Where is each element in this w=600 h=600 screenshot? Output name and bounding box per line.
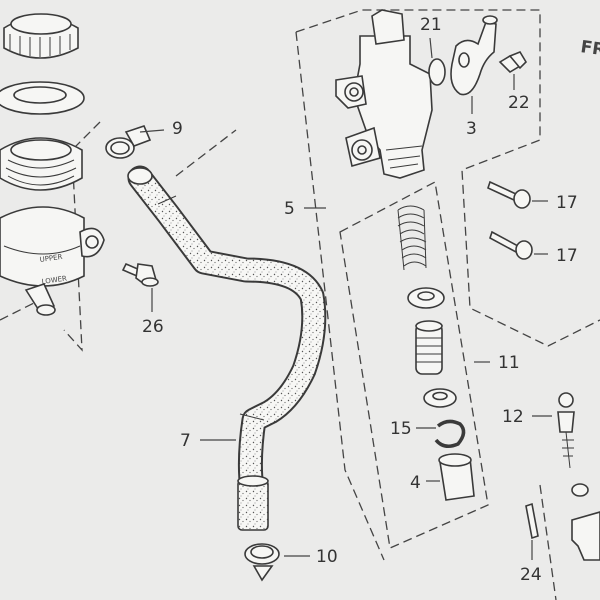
callout-26: 26: [142, 317, 164, 337]
cotter-pin-24: [525, 502, 539, 540]
callout-12: 12: [502, 407, 524, 427]
cup-washer-lower: [423, 388, 457, 408]
o-ring-21: [428, 58, 446, 86]
push-rod-fork: [571, 511, 600, 561]
reservoir-cap: [3, 13, 79, 59]
callout-7: 7: [180, 431, 191, 451]
nut: [571, 483, 589, 497]
master-cylinder-body: [335, 9, 433, 179]
lower-right-boundary: [539, 484, 557, 600]
bleeder-screw-12: [557, 392, 575, 469]
reservoir-boundary: [63, 121, 101, 352]
leader-9: [139, 129, 165, 133]
callout-10: 10: [316, 547, 338, 567]
reservoir-lower-text: LOWER: [41, 275, 67, 286]
callout-21: 21: [420, 15, 442, 35]
bolt-22: [498, 51, 528, 74]
reservoir-upper-text: UPPER: [39, 253, 63, 264]
callout-9: 9: [172, 119, 183, 139]
group-boundary-left: [295, 31, 385, 561]
leader-21: [429, 37, 433, 59]
screw-26: [121, 262, 159, 287]
corner-text: FR: [579, 37, 600, 60]
cup-washer-upper: [407, 287, 445, 309]
piston: [415, 320, 443, 375]
callout-15: 15: [390, 419, 412, 439]
reservoir-boundary-lower: [0, 299, 41, 321]
reservoir-body: UPPER LOWER: [0, 206, 105, 316]
circlip-15: [434, 419, 466, 448]
bolt-17-lower: [489, 230, 533, 260]
reservoir-plate: [0, 81, 85, 115]
callout-11: 11: [498, 353, 520, 373]
hose-clip-9: [105, 125, 152, 159]
callout-24: 24: [520, 565, 542, 585]
hose-joint-3: [450, 15, 498, 96]
callout-22: 22: [508, 93, 530, 113]
callout-5: 5: [284, 199, 295, 219]
callout-4: 4: [410, 473, 421, 493]
return-spring: [397, 205, 427, 271]
hose-leader-boundary: [175, 129, 237, 177]
bolt-17-upper: [487, 180, 531, 209]
boot-4: [438, 453, 475, 501]
fluid-hose-7: [127, 165, 327, 531]
callout-17-upper: 17: [556, 193, 578, 213]
reservoir-diaphragm: [0, 137, 83, 191]
group-boundary-main: [295, 9, 600, 347]
callout-17-lower: 17: [556, 246, 578, 266]
hose-clip-10: [244, 543, 280, 582]
callout-3: 3: [466, 119, 477, 139]
piston-kit-boundary: [339, 181, 489, 549]
